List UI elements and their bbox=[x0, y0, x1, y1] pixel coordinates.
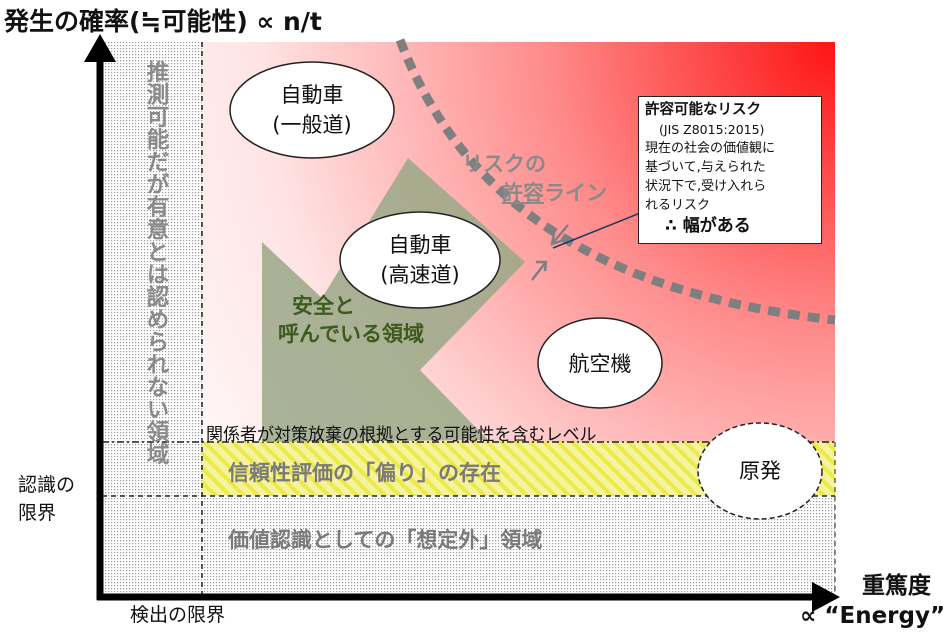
nuclear-ellipse bbox=[697, 422, 823, 520]
callout-line-1: 現在の社会の価値観に bbox=[645, 141, 776, 156]
car-general-label: 自動車 (一般道) bbox=[232, 80, 392, 140]
car-highway-ellipse bbox=[339, 211, 501, 309]
callout-line-2: 基づいて,与えられた bbox=[645, 160, 766, 175]
nuclear-label: 原発 bbox=[739, 459, 781, 483]
tolerance-line-label-2: 許容ライン bbox=[502, 177, 607, 207]
unexpected-region bbox=[102, 496, 835, 597]
tolerance-line-label-1: リスクの bbox=[462, 152, 546, 176]
callout-title: 許容可能なリスク bbox=[645, 102, 761, 118]
x-axis-subtitle: ∝ “Energy” bbox=[800, 603, 946, 629]
car-general-line2: (一般道) bbox=[272, 113, 352, 137]
tolerance-curve bbox=[395, 38, 836, 325]
bias-band-label: 信頼性評価の「偏り」の存在 bbox=[228, 461, 501, 485]
safe-zone-label-1: 安全と bbox=[292, 294, 355, 318]
callout-conclusion: ∴ 幅がある bbox=[665, 216, 751, 236]
tolerance-pointer-arrows bbox=[531, 224, 569, 281]
tolerance-word: 許容 bbox=[502, 181, 544, 205]
detection-limit-label: 検出の限界 bbox=[130, 604, 226, 626]
x-axis-arrowhead bbox=[812, 582, 840, 612]
recognition-band-left bbox=[102, 442, 202, 496]
car-general-ellipse bbox=[229, 61, 395, 159]
band-top-label: 関係者が対策放棄の根拠とする可能性を含むレベル bbox=[206, 425, 597, 445]
tolerance-line-word: ライン bbox=[544, 181, 607, 205]
aviation-ellipse bbox=[537, 317, 663, 409]
car-highway-line1: 自動車 bbox=[388, 233, 452, 257]
aviation-label: 航空機 bbox=[568, 352, 632, 376]
y-axis-title: 発生の確率(≒可能性) ∝ n/t bbox=[4, 7, 322, 36]
recognition-limit-label-2: 限界 bbox=[18, 502, 57, 524]
safe-zone-label-2: 呼んでいる領域 bbox=[278, 322, 424, 346]
recognition-limit-label-1: 認識の bbox=[18, 474, 76, 496]
acceptable-risk-callout: 許容可能なリスク (JIS Z8015:2015) 現在の社会の価値観に 基づい… bbox=[638, 96, 822, 244]
callout-line-3: 状況下で,受け入れら bbox=[645, 179, 767, 194]
car-highway-line2: (高速道) bbox=[380, 263, 460, 287]
undetectable-region-label: 推測可能だが有意とは認められない領域 bbox=[143, 60, 169, 465]
car-highway-label: 自動車 (高速道) bbox=[340, 230, 500, 290]
car-general-line1: 自動車 bbox=[280, 83, 344, 107]
x-axis-title: 重篤度 bbox=[862, 573, 931, 599]
unexpected-region-label: 価値認識としての「想定外」領域 bbox=[228, 528, 543, 552]
y-axis-arrowhead bbox=[84, 34, 116, 62]
callout-line-4: れるリスク bbox=[645, 198, 711, 213]
callout-standard: (JIS Z8015:2015) bbox=[659, 122, 765, 137]
